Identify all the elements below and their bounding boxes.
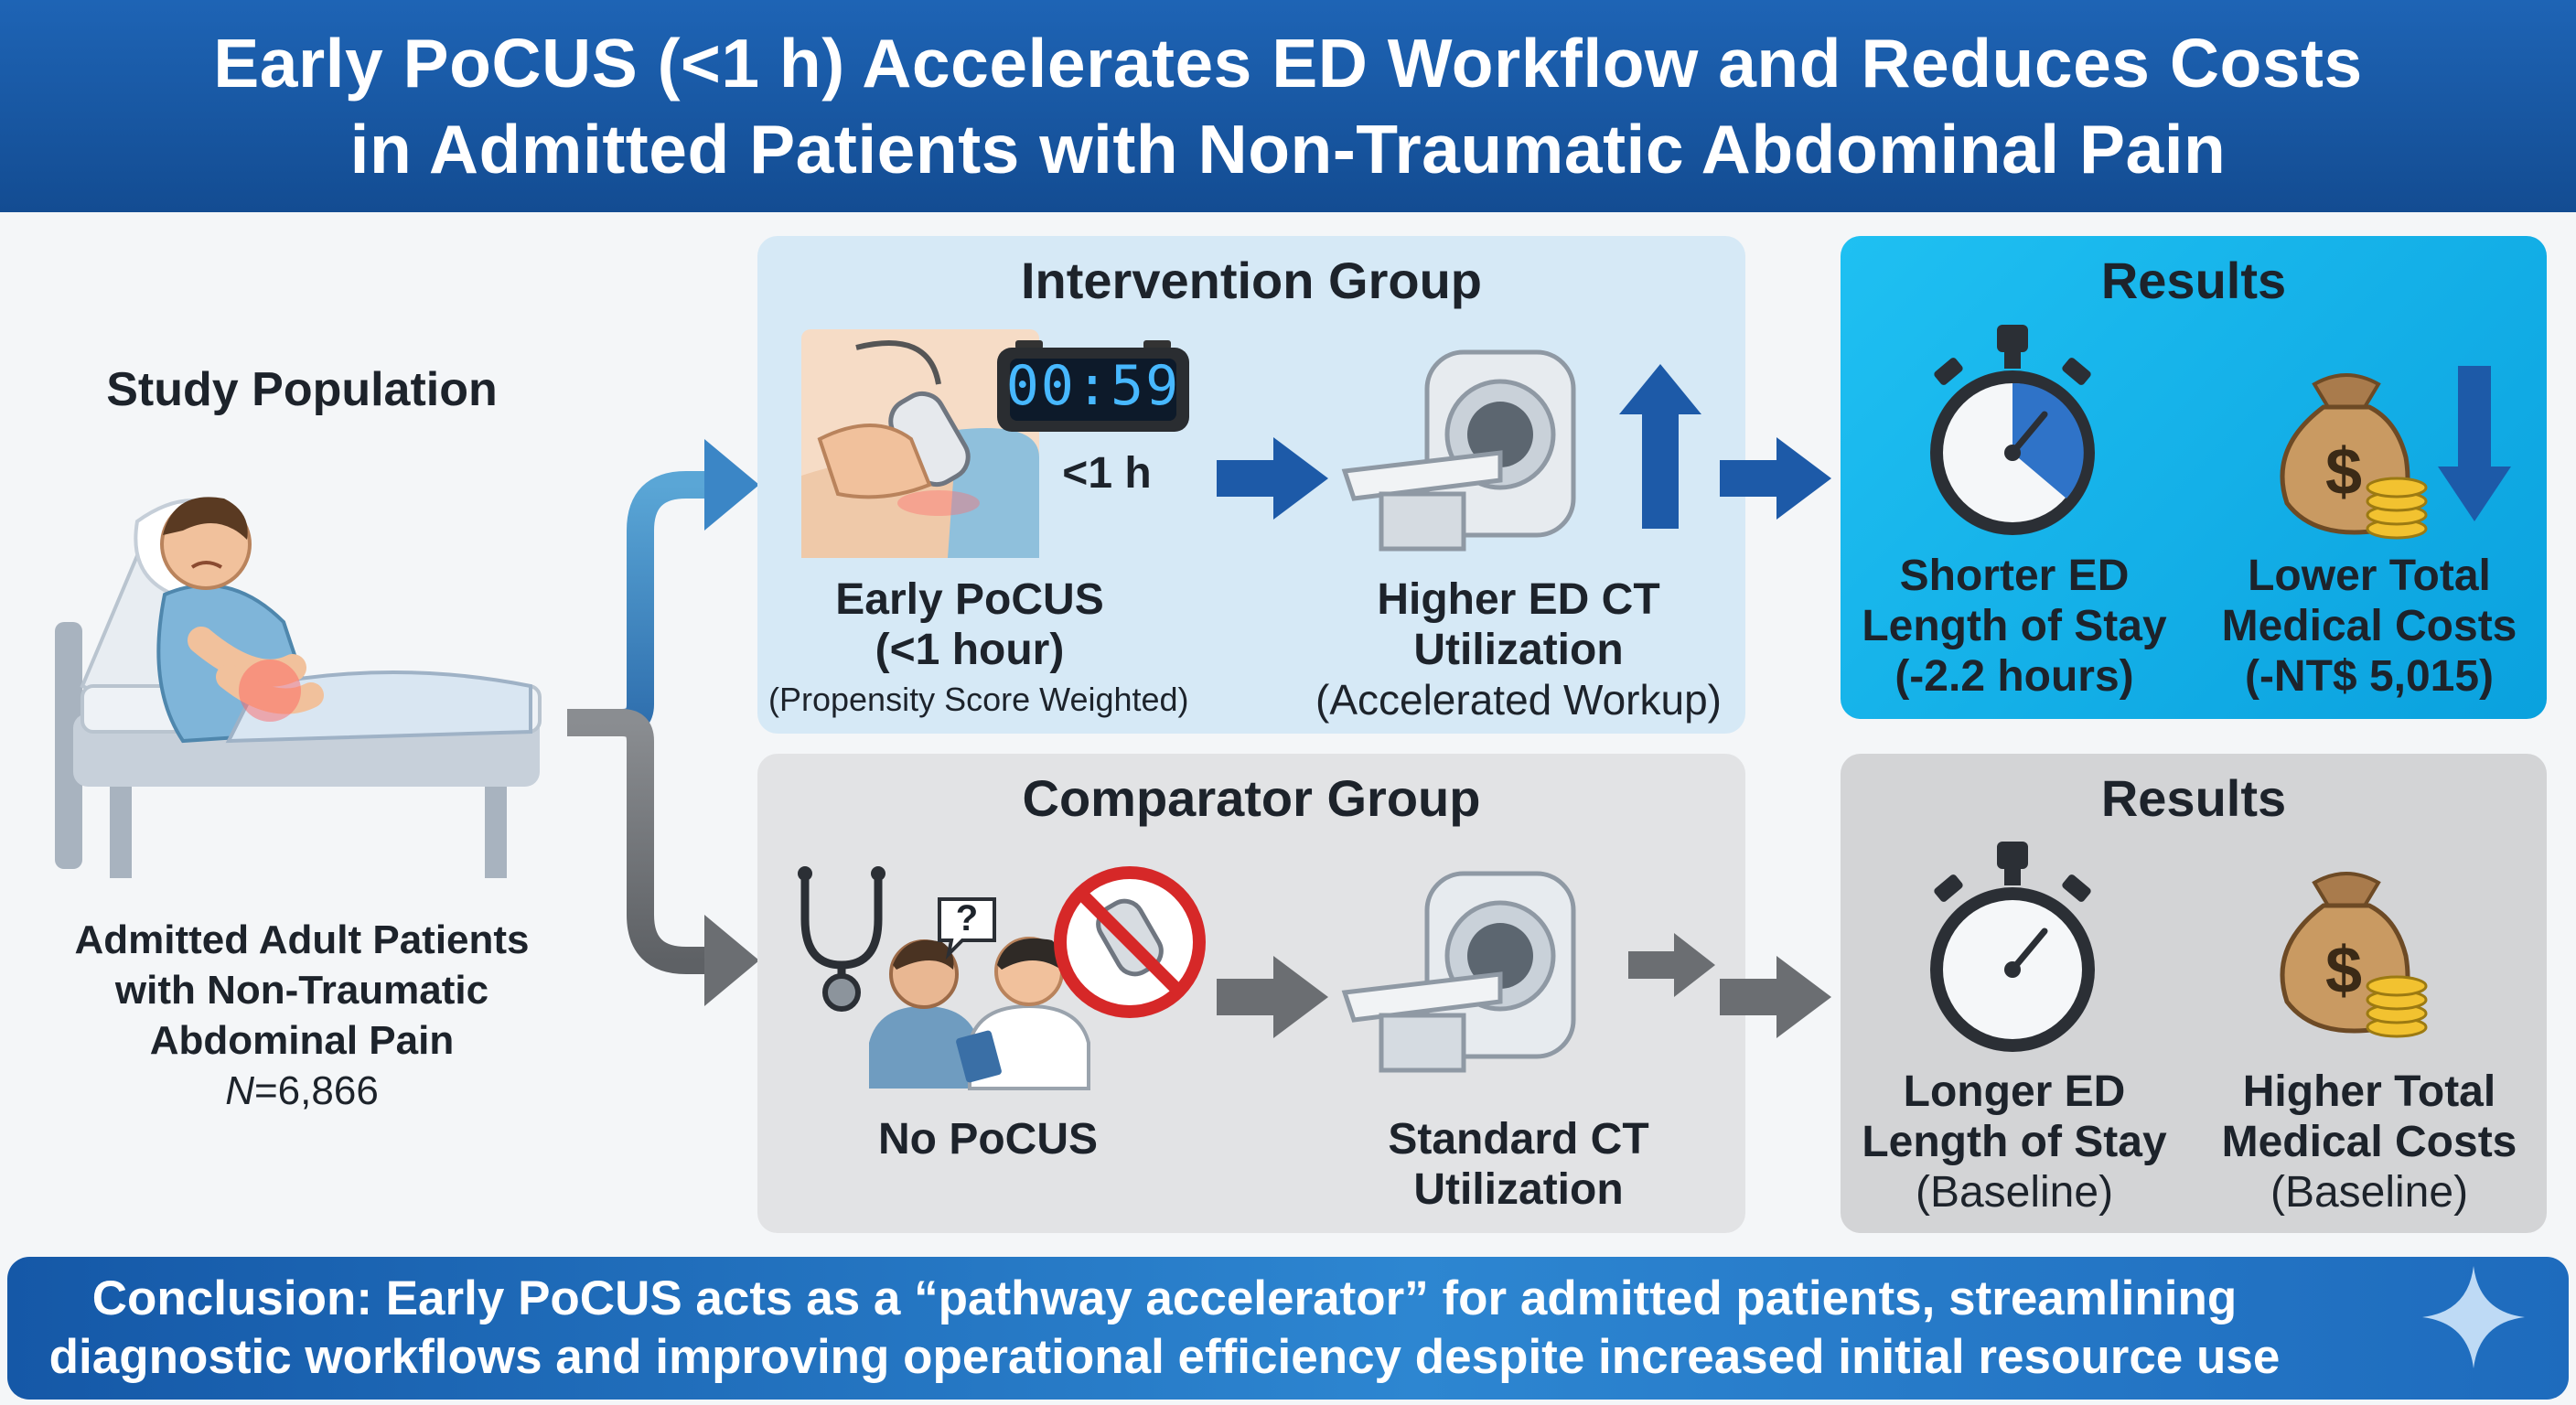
population-line-3: Abdominal Pain — [149, 1018, 455, 1063]
longer-los-2: Length of Stay — [1862, 1118, 2167, 1166]
population-line-2: with Non-Traumatic — [114, 968, 489, 1013]
pocus-note: (Propensity Score Weighted) — [768, 681, 1189, 718]
conclusion-line-1: Conclusion: Early PoCUS acts as a “pathw… — [91, 1271, 2238, 1325]
conclusion-banner: Conclusion: Early PoCUS acts as a “pathw… — [7, 1257, 2569, 1400]
branch-connector — [567, 439, 759, 1006]
ultrasound-probe-icon — [801, 329, 1039, 558]
sparkle-icon — [2422, 1266, 2525, 1368]
money-bag-icon-comparator: $ — [2280, 872, 2428, 1038]
higher-cost-2: Medical Costs — [2221, 1118, 2517, 1166]
higher-cost-1: Higher Total — [2242, 1067, 2496, 1116]
patient-doctor-icon — [869, 937, 1090, 1090]
ct-note: (Accelerated Workup) — [1315, 676, 1722, 724]
lower-cost-3: (-NT$ 5,015) — [2244, 652, 2495, 701]
title-line-1: Early PoCUS (<1 h) Accelerates ED Workfl… — [213, 25, 2363, 102]
arrow-blue-2 — [1720, 437, 1831, 520]
lower-cost-2: Medical Costs — [2221, 602, 2517, 650]
stopwatch-icon-comparator — [1930, 842, 2095, 1052]
stopwatch-icon — [1930, 325, 2095, 535]
arrow-blue-1 — [1217, 437, 1328, 520]
standard-ct-1: Standard CT — [1388, 1115, 1649, 1164]
no-pocus-label: No PoCUS — [878, 1115, 1098, 1164]
stethoscope-icon — [798, 866, 886, 1012]
lower-cost-1: Lower Total — [2248, 552, 2491, 600]
money-bag-icon: $ — [2280, 373, 2428, 540]
arrow-gray-1 — [1217, 956, 1328, 1038]
standard-ct-2: Utilization — [1413, 1165, 1624, 1214]
population-n-value: =6,866 — [253, 1068, 379, 1113]
ct-label-2: Utilization — [1413, 626, 1624, 674]
svg-text:$: $ — [2325, 934, 2362, 1007]
population-heading: Study Population — [106, 363, 498, 416]
pocus-label-1: Early PoCUS — [835, 575, 1104, 624]
patient-in-bed-icon — [55, 497, 542, 878]
comparator-title: Comparator Group — [1022, 769, 1481, 827]
arrow-down-icon — [2438, 366, 2511, 521]
population-line-1: Admitted Adult Patients — [74, 917, 530, 962]
shorter-los-1: Shorter ED — [1899, 552, 2130, 600]
arrow-up-icon — [1619, 364, 1701, 529]
question-bubble — [938, 897, 996, 960]
arrow-gray-2 — [1720, 956, 1831, 1038]
intervention-title: Intervention Group — [1021, 252, 1482, 309]
shorter-los-3: (-2.2 hours) — [1894, 652, 2134, 701]
title-banner: Early PoCUS (<1 h) Accelerates ED Workfl… — [0, 0, 2576, 212]
digital-timer-icon — [997, 340, 1189, 432]
ct-scanner-icon — [1341, 349, 1576, 552]
population-n: N=6,866 — [0, 1066, 604, 1117]
longer-los-1: Longer ED — [1903, 1067, 2126, 1116]
higher-cost-3: (Baseline) — [2270, 1168, 2469, 1217]
ct-label-1: Higher ED CT — [1377, 575, 1660, 624]
longer-los-3: (Baseline) — [1915, 1168, 2114, 1217]
population-n-symbol: N — [225, 1068, 254, 1113]
pocus-label-2: (<1 hour) — [875, 626, 1065, 674]
title-line-2: in Admitted Patients with Non-Traumatic … — [349, 111, 2227, 188]
svg-text:$: $ — [2325, 435, 2362, 509]
question-mark: ? — [955, 898, 979, 938]
conclusion-line-2: diagnostic workflows and improving opera… — [48, 1330, 2281, 1384]
time-label: <1 h — [1062, 449, 1152, 498]
ct-scanner-icon-comparator — [1341, 871, 1576, 1073]
results-comparator-title: Results — [2100, 769, 2287, 827]
arrow-gray-small — [1628, 933, 1715, 997]
results-intervention-title: Results — [2100, 252, 2287, 309]
no-ultrasound-icon — [1054, 866, 1206, 1018]
timer-display: 00:59 — [1005, 354, 1181, 418]
shorter-los-2: Length of Stay — [1862, 602, 2167, 650]
